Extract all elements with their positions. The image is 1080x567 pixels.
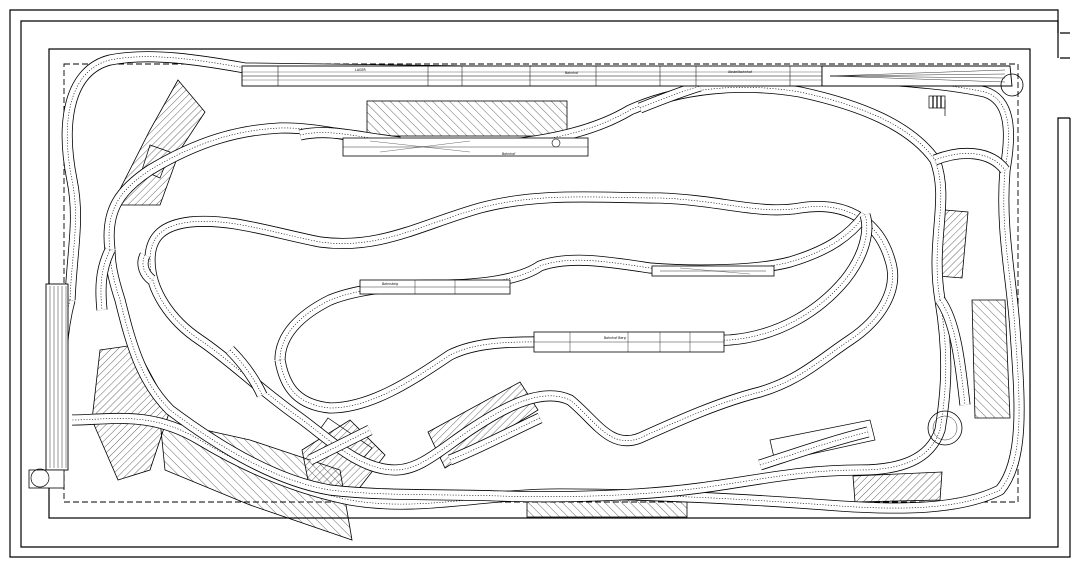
scenery-area-hill-left (111, 79, 206, 206)
track-spur-upper-fill (638, 81, 702, 113)
track-lower-yard (447, 413, 543, 466)
track-spur-left-rail (142, 254, 263, 396)
track-outer-loop-fill (62, 52, 1024, 513)
track-spur-bottom-right (758, 426, 870, 471)
track-spur-bottom-right-rail (759, 431, 869, 466)
station-platform-mid: Bahnhof (342, 137, 589, 157)
right-turntable (927, 410, 963, 446)
track-spur-left-bed (137, 252, 267, 398)
top-yard-label: LAGER (355, 68, 366, 72)
scenery-area-station-building (366, 100, 568, 137)
track-branch-right-b (935, 296, 971, 406)
top-mid-label: Bahnhof (565, 71, 579, 75)
top-right-label: Abstellbahnhof (728, 70, 753, 74)
building-outline-c (769, 419, 876, 463)
track-spur-lower (307, 425, 373, 465)
scenery-area-bottom-platform (526, 499, 688, 518)
platform-label-1: Bahnhof (502, 152, 516, 156)
track-branch-right-a-rail (934, 153, 1006, 171)
top-right-fan-yard (821, 65, 1024, 97)
building-outline-a (141, 144, 171, 179)
track-outer-loop (61, 51, 1025, 514)
left-vertical-yard (28, 283, 69, 489)
track-second-loop-rail (108, 87, 947, 498)
scenery-area-bottom-right (852, 471, 943, 503)
track-branch-right-a (932, 147, 1010, 174)
track-branch-right-b-rail (939, 299, 966, 406)
track-middle-loop-rail (149, 196, 893, 471)
track-inner-loop-rail (279, 214, 866, 361)
track-lower-yard-fill (448, 413, 542, 465)
track-spur-lower-rail (309, 429, 371, 461)
top-yard-strip: LAGER Bahnhof Abstellbahnhof (241, 65, 823, 87)
track-spur-left (137, 252, 267, 398)
track-spur-bottom-right-fill (758, 427, 870, 470)
track-branch-left-a-rail (100, 249, 111, 311)
scenery-area-right-building (971, 299, 1011, 419)
track-inner-loop (274, 211, 870, 361)
scenery-area-lower-left (91, 344, 171, 481)
inner-stations: Bahnsteig Bahnhof Berg (359, 265, 775, 353)
track-branch-left-a (95, 247, 116, 311)
siding-label-1: Bahnhof Berg (604, 336, 626, 340)
track-inner-return-rail (279, 214, 868, 409)
track-network (55, 51, 1025, 514)
track-branch-left-a-fill (96, 247, 115, 311)
legend-stamp (928, 95, 946, 116)
room-walls (9, 9, 1071, 558)
turntable-top-right (1000, 73, 1024, 97)
turntable-left (30, 468, 50, 488)
track-middle-loop (144, 191, 899, 476)
platform-label-2: Bahnsteig (382, 282, 398, 286)
track-spur-upper (637, 80, 702, 114)
